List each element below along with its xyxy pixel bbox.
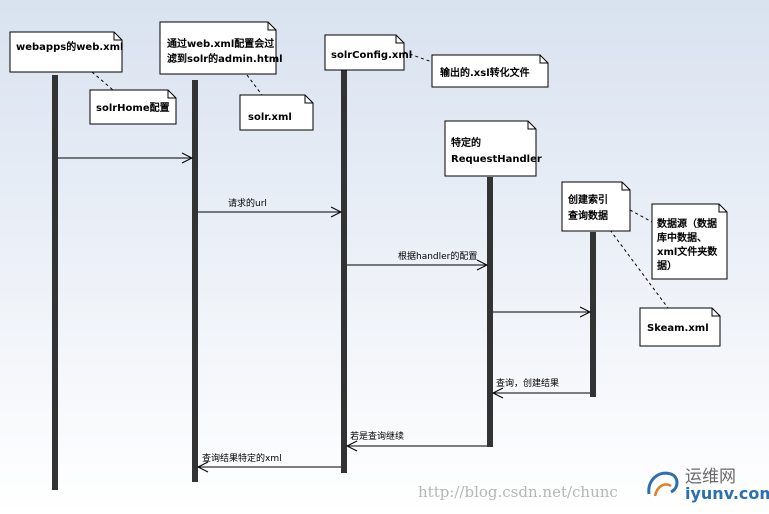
message-2-label: 请求的url <box>228 197 267 209</box>
message-5-label: 查询，创建结果 <box>496 377 559 389</box>
note-webxml-line-1: 通过web.xml配置会过 <box>167 37 274 50</box>
message-3 <box>347 259 489 271</box>
svg-text:Skeam.xml: Skeam.xml <box>647 323 709 334</box>
connector-xsl <box>403 51 433 63</box>
note-solrxml-line: solr.xml <box>248 112 292 123</box>
lifeline-index <box>590 232 596 397</box>
note-datasource: 数据源（数据 库中数据、 xml文件夹数 据） <box>651 203 728 280</box>
svg-text:solrHome配置: solrHome配置 <box>96 102 170 114</box>
svg-text:输出的.xsl转化文件: 输出的.xsl转化文件 <box>440 66 530 79</box>
connector-datasource <box>629 209 653 223</box>
svg-text:solrConfig.xml: solrConfig.xml <box>331 50 412 61</box>
note-datasource-line-3: xml文件夹数 <box>657 245 718 258</box>
message-7-label: 查询结果特定的xml <box>202 452 282 464</box>
note-datasource-line-2: 库中数据、 <box>657 231 707 244</box>
connector-skeam <box>609 229 669 309</box>
note-index-line-2: 查询数据 <box>567 209 608 222</box>
message-6-label: 若是查询继续 <box>350 430 404 442</box>
note-handler: 特定的 RequestHandler <box>444 120 542 177</box>
note-webapps-line: webapps的web.xml <box>16 40 123 53</box>
note-xsl: 输出的.xsl转化文件 <box>431 54 549 88</box>
connector-solrhome <box>91 71 114 91</box>
note-datasource-line-1: 数据源（数据 <box>657 217 717 230</box>
note-handler-line-1: 特定的 <box>451 136 481 149</box>
note-connectors <box>91 51 669 309</box>
note-skeam-line: Skeam.xml <box>647 323 709 334</box>
note-xsl-line: 输出的.xsl转化文件 <box>440 66 530 79</box>
watermark-url: http://blog.csdn.net/chunc <box>418 483 618 501</box>
svg-text:创建索引 查询数据: 创建索引 查询数据 <box>567 193 611 222</box>
lifeline-solrconfig <box>341 70 347 473</box>
note-solrxml: solr.xml <box>239 94 314 131</box>
svg-text:webapps的web.xml: webapps的web.xml <box>16 40 123 53</box>
svg-text:solr.xml: solr.xml <box>248 112 292 123</box>
watermark-logo-cn: 运维网 <box>685 467 736 487</box>
note-webxml-line-2: 滤到solr的admin.html <box>167 52 283 65</box>
note-datasource-line-4: 据） <box>657 259 677 272</box>
note-index: 创建索引 查询数据 <box>561 181 631 232</box>
connector-solrxml <box>246 74 263 96</box>
message-1 <box>58 152 194 164</box>
note-index-line-1: 创建索引 <box>567 193 608 206</box>
watermark-logo: 运维网 iyunv.com <box>643 462 769 508</box>
note-solrconfig: solrConfig.xml <box>324 34 412 71</box>
message-4 <box>493 306 592 318</box>
note-webxml: 通过web.xml配置会过 滤到solr的admin.html <box>159 21 283 75</box>
message-7 <box>196 461 341 473</box>
note-handler-line-2: RequestHandler <box>451 154 542 165</box>
note-skeam: Skeam.xml <box>639 307 721 347</box>
lifeline-handler <box>487 177 493 447</box>
lifelines <box>52 70 596 490</box>
logo-swirl-icon <box>647 471 679 497</box>
svg-text:通过web.xml配置会过 滤到solr的adm: 通过web.xml配置会过 滤到solr的admin.html <box>167 37 283 65</box>
note-webapps: webapps的web.xml <box>9 31 123 73</box>
lifeline-webxml <box>192 80 198 482</box>
svg-text:特定的 RequestHandler: 特定的 RequestHandler <box>451 136 542 165</box>
message-2 <box>198 206 343 218</box>
messages <box>58 152 592 473</box>
lifeline-webapps <box>52 75 58 490</box>
message-6 <box>345 440 487 452</box>
note-solrhome-line: solrHome配置 <box>96 102 170 114</box>
svg-text:数据源（数据 库中数据、 xml文件: 数据源（数据 库中数据、 xml文件夹数 据） <box>657 217 721 272</box>
message-3-label: 根据handler的配置 <box>398 250 477 262</box>
message-5 <box>491 387 590 399</box>
watermark-logo-en: iyunv.com <box>685 484 769 503</box>
note-solrconfig-line: solrConfig.xml <box>331 50 412 61</box>
note-solrhome: solrHome配置 <box>89 89 177 125</box>
